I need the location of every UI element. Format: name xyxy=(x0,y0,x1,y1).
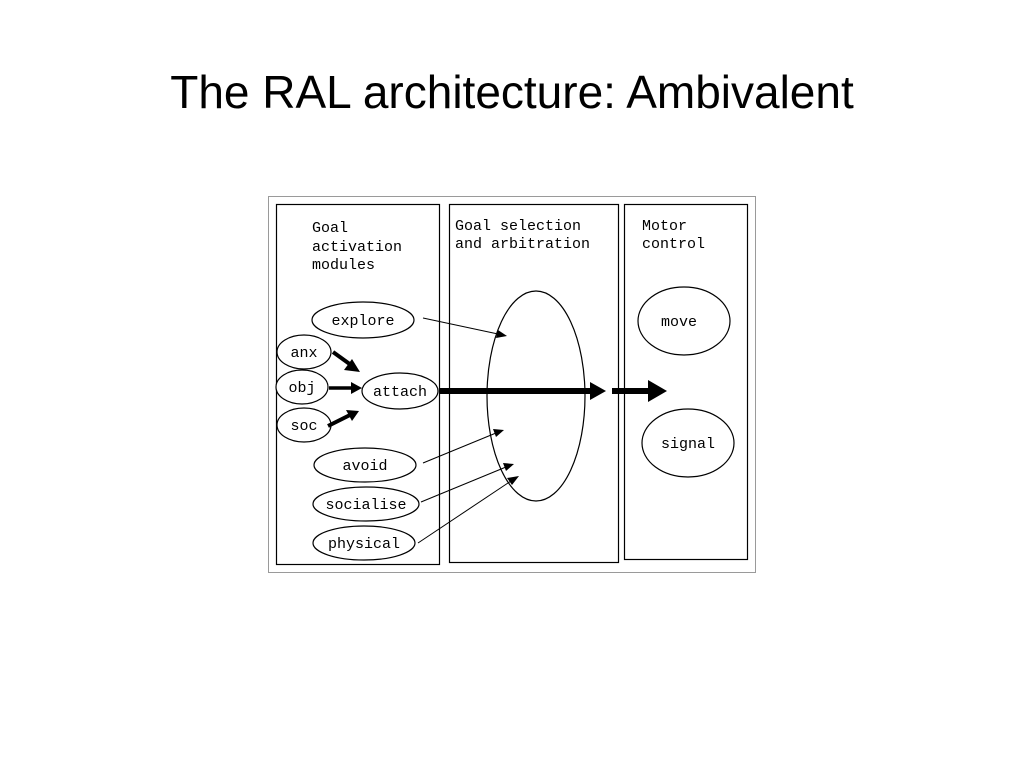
avoid-arrow xyxy=(422,429,504,464)
attach-to-arbitration-arrow xyxy=(440,382,606,400)
physical-label: physical xyxy=(328,536,400,553)
goal-activation-header-line-1: Goal xyxy=(312,220,348,237)
signal-label: signal xyxy=(661,436,715,453)
arbitration-ellipse xyxy=(486,290,586,502)
anx-label: anx xyxy=(290,345,317,362)
attach-label: attach xyxy=(373,384,427,401)
anx-to-attach-arrow xyxy=(331,350,360,372)
explore-arrow xyxy=(422,317,507,338)
obj-label: obj xyxy=(288,380,315,397)
soc-to-attach-arrow xyxy=(327,410,359,428)
goal-selection-header-line-1: Goal selection xyxy=(455,218,581,235)
goal-selection-panel xyxy=(448,203,620,564)
soc-label: soc xyxy=(290,418,317,435)
motor-control-header-line-2: control xyxy=(642,236,705,253)
goal-activation-header-line-2: activation xyxy=(312,239,402,256)
anx-node xyxy=(276,334,332,370)
avoid-node xyxy=(313,447,417,483)
goal-activation-header-line-3: modules xyxy=(312,257,375,274)
explore-node xyxy=(311,301,415,339)
motor-control-header-line-1: Motor xyxy=(642,218,687,235)
move-node xyxy=(637,286,731,356)
avoid-label: avoid xyxy=(342,458,387,475)
motor-control-panel xyxy=(623,203,749,561)
move-label: move xyxy=(661,314,697,331)
physical-node xyxy=(312,525,416,561)
physical-arrow xyxy=(417,476,519,544)
socialise-node xyxy=(312,486,420,522)
goal-selection-header-line-2: and arbitration xyxy=(455,236,590,253)
socialise-label: socialise xyxy=(325,497,406,514)
obj-to-attach-arrow xyxy=(329,382,362,394)
explore-label: explore xyxy=(331,313,394,330)
signal-node xyxy=(641,408,735,478)
slide-title: The RAL architecture: Ambivalent xyxy=(170,66,854,118)
obj-node xyxy=(275,369,329,405)
arbitration-to-motor-arrow xyxy=(612,380,667,402)
attach-node xyxy=(361,372,439,410)
socialise-arrow xyxy=(420,463,514,503)
